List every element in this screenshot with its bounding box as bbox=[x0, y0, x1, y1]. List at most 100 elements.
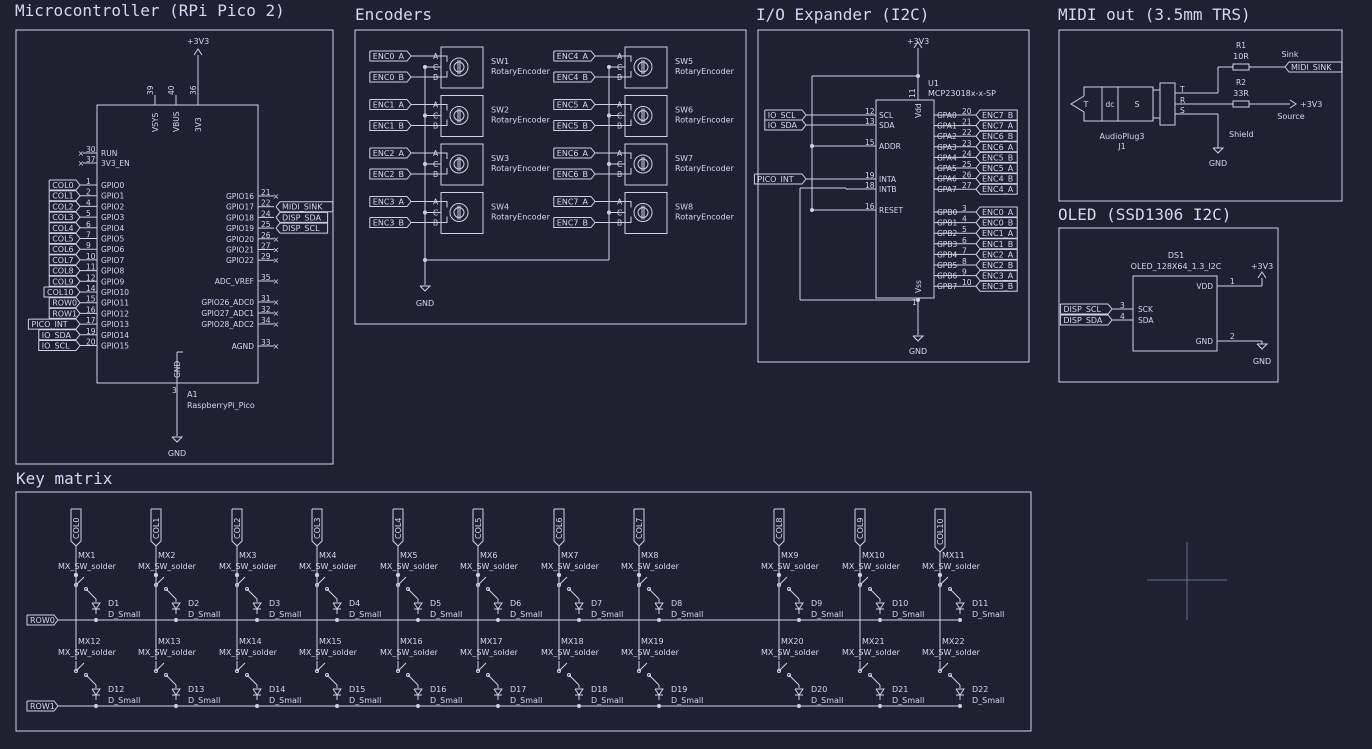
encoder-knob-icon bbox=[449, 154, 469, 174]
pin-number: 40 bbox=[167, 85, 176, 95]
encoder-value: RotaryEncoder bbox=[491, 213, 551, 222]
pin-name: GPA0 bbox=[937, 111, 957, 120]
sw-contact bbox=[868, 673, 872, 677]
net-io_scl-tag bbox=[38, 340, 81, 351]
col-tag bbox=[150, 508, 162, 547]
diode-value: D_Small bbox=[269, 696, 301, 705]
encoder-knob-icon bbox=[449, 106, 469, 125]
encoder-knob-icon bbox=[633, 57, 653, 77]
sw-lead2 bbox=[165, 588, 177, 600]
pin-number: 36 bbox=[189, 85, 198, 95]
diode-icon bbox=[413, 602, 423, 610]
switch-ref: MX22 bbox=[942, 637, 965, 646]
switch-value: MX_SW_solder bbox=[621, 562, 680, 571]
switch-value: MX_SW_solder bbox=[922, 648, 981, 657]
pin-name: GPIO28_ADC2 bbox=[201, 320, 254, 329]
diode-ref: D16 bbox=[430, 685, 446, 694]
enc-lead bbox=[441, 168, 448, 175]
pin-number: 27 bbox=[962, 181, 972, 190]
junction-dot bbox=[94, 618, 98, 622]
sink-label: Sink bbox=[1281, 50, 1298, 59]
switch-ref: MX10 bbox=[862, 551, 885, 560]
mcu-ref: A1 bbox=[187, 390, 198, 399]
sw-contact bbox=[315, 669, 319, 673]
diode-ref: D17 bbox=[510, 685, 526, 694]
jack-t: T bbox=[1083, 100, 1089, 109]
switch-ref: MX18 bbox=[561, 637, 584, 646]
sw-lever bbox=[859, 576, 869, 586]
sw-lead2 bbox=[407, 588, 419, 600]
pin-number: 3 bbox=[1120, 301, 1125, 310]
net-pico_int-tag bbox=[27, 318, 81, 330]
pin-number: 7 bbox=[86, 231, 91, 240]
sw-contact bbox=[557, 669, 561, 673]
pin-name: GPIO4 bbox=[101, 224, 124, 233]
junction-dot bbox=[607, 162, 611, 166]
pin-name: RESET bbox=[879, 206, 903, 215]
pin-number: 24 bbox=[261, 209, 271, 218]
switch-value: MX_SW_solder bbox=[299, 648, 358, 657]
sw-lead2 bbox=[648, 674, 660, 686]
sw-lead2 bbox=[788, 588, 800, 600]
junction-dot bbox=[496, 704, 500, 708]
pin-name: GPIO22 bbox=[226, 256, 254, 265]
sw-lever bbox=[778, 576, 788, 586]
sw-contact bbox=[787, 587, 791, 591]
junction-dot bbox=[916, 298, 920, 302]
diode-ref: D12 bbox=[108, 685, 124, 694]
sw-contact bbox=[154, 669, 158, 673]
net-enc7_b-tag bbox=[553, 217, 596, 228]
enc-lead bbox=[625, 216, 632, 223]
jack-value: AudioPlug3 bbox=[1099, 132, 1144, 141]
net-disp_sda-tag bbox=[275, 211, 329, 223]
sw-contact bbox=[74, 583, 78, 587]
net-enc1_b: ENC1_B bbox=[982, 240, 1013, 249]
pin-name: GPA4 bbox=[937, 153, 957, 162]
pin-number: 9 bbox=[962, 268, 967, 277]
sheet-frames bbox=[15, 29, 1343, 732]
no-connect-icon: × bbox=[273, 235, 280, 244]
pin-name: GPB2 bbox=[937, 229, 957, 238]
diode-value: D_Small bbox=[430, 696, 462, 705]
mcu-value: RaspberryPi_Pico bbox=[187, 401, 255, 410]
pin-name: Vss bbox=[914, 280, 923, 293]
sw-contact bbox=[868, 587, 872, 591]
col-tag bbox=[773, 508, 785, 547]
diode-ref: D22 bbox=[972, 685, 988, 694]
switch-ref: MX17 bbox=[480, 637, 503, 646]
pin-number: 10 bbox=[962, 278, 972, 287]
col-tag bbox=[472, 508, 484, 547]
pin-name: VSYS bbox=[151, 113, 160, 132]
encoder-knob-icon bbox=[449, 57, 469, 77]
net-col8: COL8 bbox=[52, 267, 73, 276]
pin-name: 3V3_EN bbox=[101, 159, 130, 168]
encoder-knob-inner bbox=[453, 207, 465, 218]
diode-value: D_Small bbox=[349, 696, 381, 705]
diode-value: D_Small bbox=[811, 610, 843, 619]
net-io_sda: IO_SDA bbox=[42, 331, 72, 340]
encoder-body bbox=[624, 192, 668, 234]
sw-contact bbox=[74, 669, 78, 673]
pin-number: 32 bbox=[261, 305, 271, 314]
net-enc5_b: ENC5_B bbox=[557, 122, 588, 131]
pin-name: GPIO7 bbox=[101, 256, 124, 265]
col-label: COL4 bbox=[394, 518, 403, 539]
diode-icon bbox=[875, 688, 885, 696]
net-enc4_a: ENC4_A bbox=[982, 185, 1014, 194]
junction-dot bbox=[416, 704, 420, 708]
gnd-icon bbox=[419, 285, 432, 292]
pin-number: 26 bbox=[962, 171, 972, 180]
junction-dot bbox=[335, 704, 339, 708]
jack-pin-label: S bbox=[1180, 106, 1185, 115]
pin-number: 21 bbox=[261, 188, 271, 197]
pin-name: 3V3 bbox=[194, 117, 203, 132]
pin-name: SDA bbox=[879, 121, 895, 130]
switch-value: MX_SW_solder bbox=[58, 562, 117, 571]
